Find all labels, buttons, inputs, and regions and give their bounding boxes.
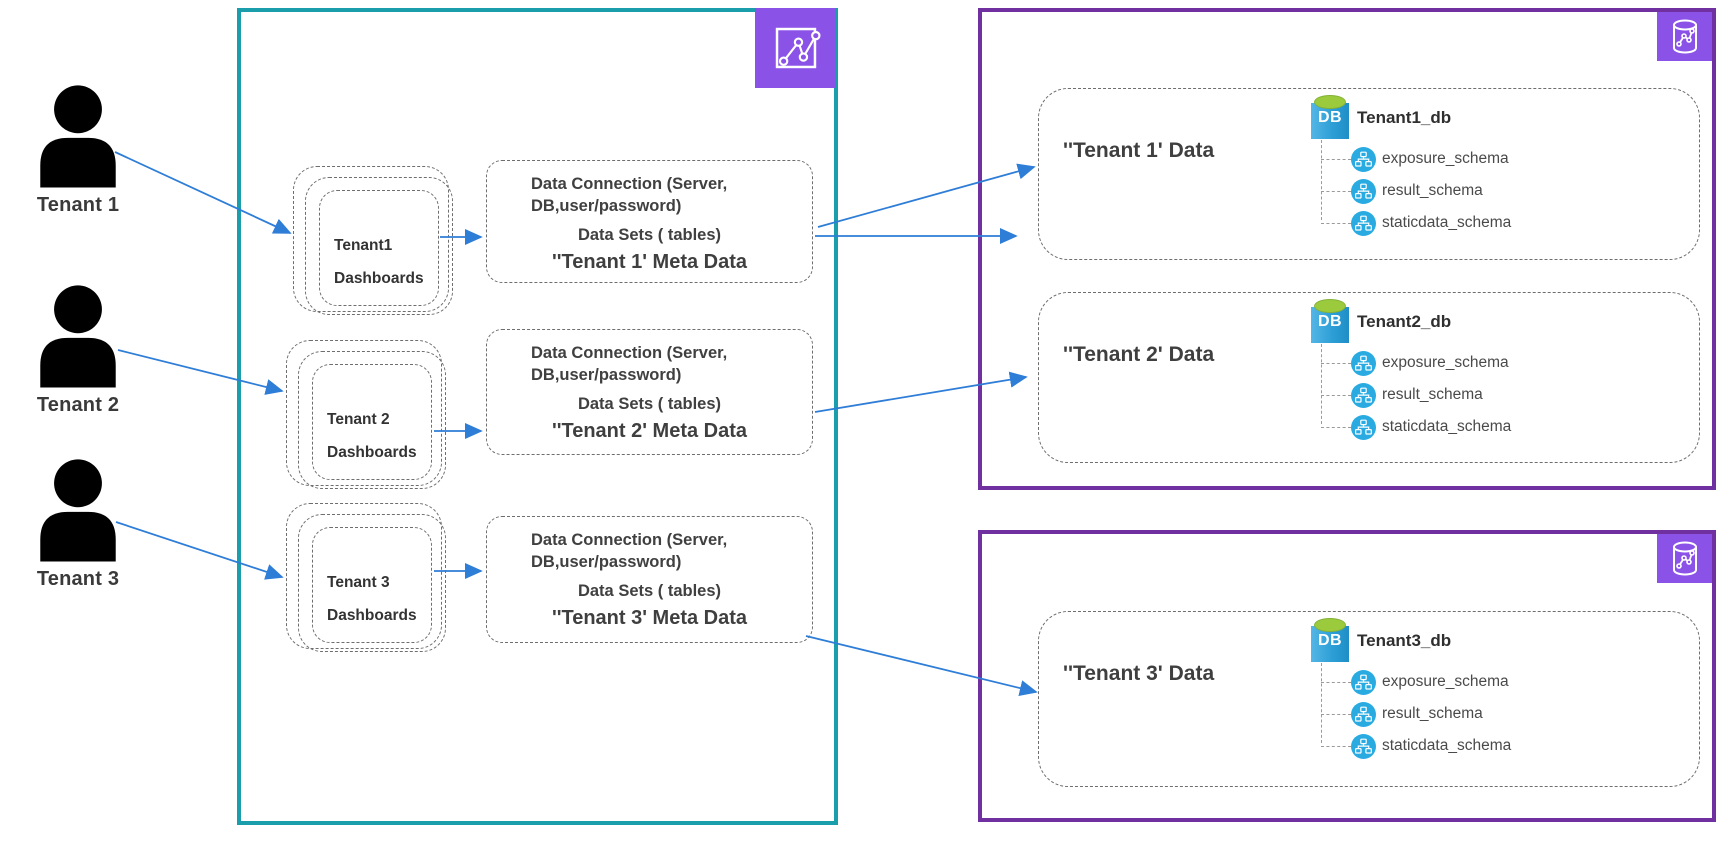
stack-back-card	[293, 166, 449, 312]
actor-tenant-2: Tenant 2	[16, 284, 140, 417]
sitemap-icon	[1351, 733, 1376, 759]
meta-box-tenant-2: Data Connection (Server, DB,user/passwor…	[486, 329, 813, 455]
dashboard-stack-tenant-3: Tenant 3 Dashboards	[286, 503, 450, 655]
stack-title: Tenant 3	[327, 574, 390, 591]
schema-label: exposure_schema	[1382, 150, 1509, 167]
person-icon	[40, 285, 116, 388]
db-tree: DB Tenant3_db exposure_schema result_sch…	[1311, 618, 1511, 762]
sitemap-icon	[1351, 146, 1376, 172]
actor-label: Tenant 3	[36, 568, 120, 590]
sitemap-icon	[1351, 669, 1376, 695]
person-icon	[40, 459, 116, 562]
meta-datasets-text: Data Sets ( tables)	[577, 394, 722, 413]
db-tree: DB Tenant2_db exposure_schema result_sch…	[1311, 299, 1511, 443]
sitemap-icon	[1351, 210, 1376, 236]
db-icon-label: DB	[1317, 109, 1343, 126]
schema-label: exposure_schema	[1382, 673, 1509, 690]
sitemap-icon	[1351, 414, 1376, 440]
db-tree: DB Tenant1_db exposure_schema result_sch…	[1311, 95, 1511, 239]
data-section-title: ''Tenant 2' Data	[1063, 343, 1215, 366]
meta-box-tenant-1: Data Connection (Server, DB,user/passwor…	[486, 160, 813, 283]
sitemap-icon	[1351, 178, 1376, 204]
db-icon-body	[1311, 103, 1349, 139]
meta-caption: ''Tenant 3' Meta Data	[551, 606, 748, 629]
schema-label: staticdata_schema	[1382, 737, 1512, 754]
schema-row: exposure_schema	[1320, 143, 1511, 175]
data-section-tenant-2: ''Tenant 2' Data DB Tenant2_db exposure_…	[1038, 292, 1700, 463]
stack-middle-card	[298, 514, 446, 652]
meta-connection-text: Data Connection (Server, DB,user/passwor…	[531, 531, 728, 571]
db-icon-body	[1311, 307, 1349, 343]
database-chart-icon	[1657, 534, 1712, 583]
stack-back-card	[286, 503, 442, 649]
schema-row: result_schema	[1320, 379, 1511, 411]
actor-label: Tenant 1	[36, 194, 120, 216]
db-name: Tenant1_db	[1357, 108, 1452, 127]
db-icon-top	[1314, 299, 1346, 313]
schema-label: result_schema	[1382, 705, 1483, 722]
db-name: Tenant3_db	[1357, 631, 1452, 650]
meta-datasets-text: Data Sets ( tables)	[577, 581, 722, 600]
stack-front-card: Tenant 2 Dashboards	[312, 364, 432, 480]
schema-label: result_schema	[1382, 182, 1483, 199]
schema-row: exposure_schema	[1320, 347, 1511, 379]
sitemap-icon	[1351, 382, 1376, 408]
db-icon-top	[1314, 95, 1346, 109]
db-icon-top	[1314, 618, 1346, 632]
schema-tree: exposure_schema result_schema staticdata…	[1320, 663, 1512, 762]
sitemap-icon	[1351, 350, 1376, 376]
schema-label: result_schema	[1382, 386, 1483, 403]
db-icon-label: DB	[1317, 313, 1343, 330]
data-section-title: ''Tenant 1' Data	[1063, 139, 1215, 162]
stack-back-card	[286, 340, 442, 486]
stack-title: Tenant1	[334, 237, 393, 254]
db-cylinder-icon: DB	[1311, 95, 1349, 141]
schema-row: staticdata_schema	[1320, 411, 1512, 443]
schema-row: staticdata_schema	[1320, 730, 1512, 762]
schema-label: exposure_schema	[1382, 354, 1509, 371]
person-icon	[40, 85, 116, 188]
stack-middle-card	[298, 351, 446, 489]
schema-row: exposure_schema	[1320, 666, 1511, 698]
stack-subtitle: Dashboards	[334, 270, 424, 287]
meta-box-tenant-3: Data Connection (Server, DB,user/passwor…	[486, 516, 813, 643]
meta-caption: ''Tenant 1' Meta Data	[551, 250, 748, 273]
schema-label: staticdata_schema	[1382, 418, 1512, 435]
meta-connection-text: Data Connection (Server, DB,user/passwor…	[531, 344, 728, 384]
db-cylinder-icon: DB	[1311, 299, 1349, 345]
db-head: DB Tenant3_db	[1311, 618, 1511, 664]
db-icon-label: DB	[1317, 632, 1343, 649]
db-name: Tenant2_db	[1357, 312, 1452, 331]
meta-connection-text: Data Connection (Server, DB,user/passwor…	[531, 175, 728, 215]
stack-title: Tenant 2	[327, 411, 390, 428]
db-head: DB Tenant1_db	[1311, 95, 1511, 141]
database-chart-icon	[1657, 12, 1712, 61]
actor-tenant-3: Tenant 3	[16, 458, 140, 591]
db-head: DB Tenant2_db	[1311, 299, 1511, 345]
stack-middle-card	[305, 177, 453, 315]
dashboard-stack-tenant-2: Tenant 2 Dashboards	[286, 340, 450, 492]
stack-subtitle: Dashboards	[327, 607, 417, 624]
line-chart-icon	[755, 8, 836, 88]
schema-tree: exposure_schema result_schema staticdata…	[1320, 140, 1512, 239]
schema-label: staticdata_schema	[1382, 214, 1512, 231]
schema-row: staticdata_schema	[1320, 207, 1512, 239]
db-icon-body	[1311, 626, 1349, 662]
schema-row: result_schema	[1320, 175, 1511, 207]
meta-caption: ''Tenant 2' Meta Data	[551, 419, 748, 442]
data-section-title: ''Tenant 3' Data	[1063, 662, 1215, 685]
schema-tree: exposure_schema result_schema staticdata…	[1320, 344, 1512, 443]
sitemap-icon	[1351, 701, 1376, 727]
actor-label: Tenant 2	[36, 394, 120, 416]
data-section-tenant-3: ''Tenant 3' Data DB Tenant3_db exposure_…	[1038, 611, 1700, 787]
stack-front-card: Tenant1 Dashboards	[319, 190, 439, 306]
schema-row: result_schema	[1320, 698, 1511, 730]
meta-datasets-text: Data Sets ( tables)	[577, 225, 722, 244]
actor-tenant-1: Tenant 1	[16, 84, 140, 217]
stack-front-card: Tenant 3 Dashboards	[312, 527, 432, 643]
dashboard-stack-tenant-1: Tenant1 Dashboards	[293, 166, 457, 318]
data-section-tenant-1: ''Tenant 1' Data DB Tenant1_db exposure_…	[1038, 88, 1700, 260]
stack-subtitle: Dashboards	[327, 444, 417, 461]
db-cylinder-icon: DB	[1311, 618, 1349, 664]
